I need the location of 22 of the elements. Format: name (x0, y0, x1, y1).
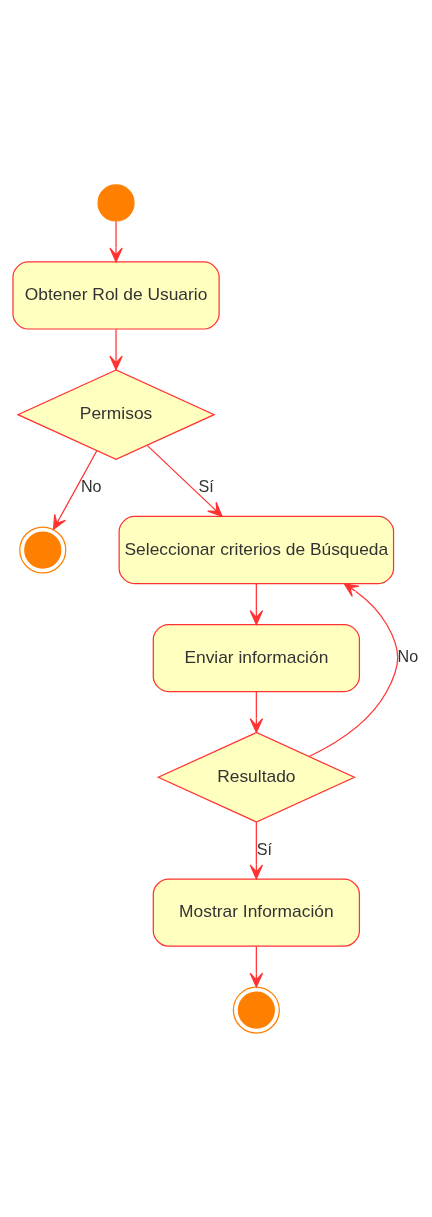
arrow (249, 582, 264, 625)
edge-label: Sí (256, 839, 273, 858)
arrow (308, 582, 399, 757)
node-diamond: Resultado (156, 731, 356, 823)
arrow (249, 820, 264, 879)
edge-label: No (397, 646, 419, 665)
node-circle (19, 525, 67, 574)
node-box: Seleccionar criterios de Búsqueda (118, 515, 395, 584)
edge-label: No (80, 476, 102, 495)
node-box: Enviar información (152, 623, 361, 692)
arrow (109, 220, 123, 262)
arrow (249, 690, 264, 733)
node-circle (97, 183, 135, 222)
arrow (109, 328, 123, 370)
arrow (249, 945, 264, 987)
node-circle (232, 985, 280, 1034)
arrow (52, 449, 98, 530)
node-box: Mostrar Información (152, 877, 361, 947)
node-box: Obtener Rol de Usuario (12, 260, 220, 330)
node-diamond: Permisos (16, 368, 216, 460)
arrow (146, 444, 223, 517)
edge-label: Sí (198, 476, 214, 495)
